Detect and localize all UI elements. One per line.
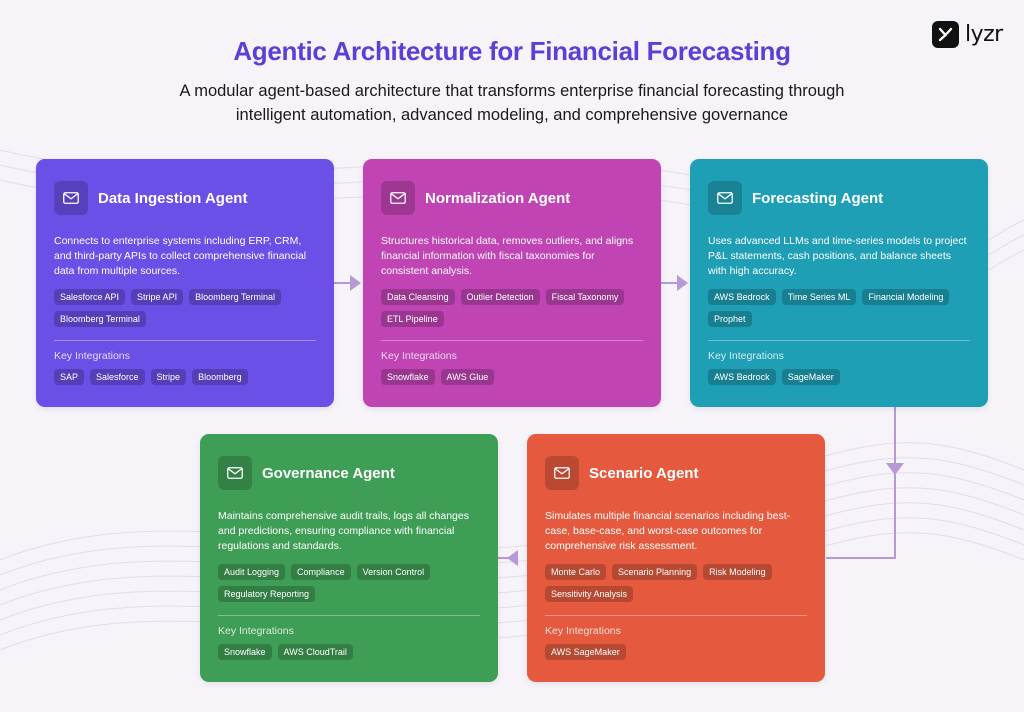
tag: Bloomberg Terminal: [54, 311, 146, 327]
tag-list: Salesforce API Stripe API Bloomberg Term…: [54, 289, 316, 327]
integration-tag: Bloomberg: [192, 369, 248, 385]
tag-list: Audit Logging Compliance Version Control…: [218, 564, 480, 602]
card-title: Scenario Agent: [589, 464, 699, 482]
tag: Monte Carlo: [545, 564, 607, 580]
integration-tag: AWS Glue: [440, 369, 495, 385]
lyzr-logo[interactable]: lyzr: [932, 21, 1003, 48]
tag: Audit Logging: [218, 564, 286, 580]
tag-list: Monte Carlo Scenario Planning Risk Model…: [545, 564, 807, 602]
tag: Salesforce API: [54, 289, 126, 305]
divider: [708, 340, 970, 341]
tag: Fiscal Taxonomy: [545, 289, 625, 305]
integration-tag: Snowflake: [381, 369, 435, 385]
tag: Regulatory Reporting: [218, 586, 316, 602]
integration-tag: SAP: [54, 369, 85, 385]
integration-tag: SageMaker: [781, 369, 840, 385]
card-title: Data Ingestion Agent: [98, 189, 248, 207]
integration-tag: Salesforce: [90, 369, 145, 385]
card-data-ingestion-agent[interactable]: Data Ingestion Agent Connects to enterpr…: [36, 159, 334, 407]
tag-list: AWS Bedrock Time Series ML Financial Mod…: [708, 289, 970, 327]
divider: [545, 615, 807, 616]
divider: [54, 340, 316, 341]
tag: Data Cleansing: [381, 289, 455, 305]
mail-icon: [545, 456, 579, 490]
card-title: Governance Agent: [262, 464, 395, 482]
mail-icon: [708, 181, 742, 215]
tag: Risk Modeling: [703, 564, 772, 580]
key-integrations-label: Key Integrations: [54, 350, 130, 362]
mail-icon: [218, 456, 252, 490]
card-description: Uses advanced LLMs and time-series model…: [708, 235, 967, 277]
card-description: Maintains comprehensive audit trails, lo…: [218, 510, 469, 552]
card-description: Structures historical data, removes outl…: [381, 235, 634, 277]
integration-list: AWS SageMaker: [545, 644, 807, 660]
integration-list: Snowflake AWS Glue: [381, 369, 643, 385]
key-integrations-label: Key Integrations: [708, 350, 784, 362]
card-title: Normalization Agent: [425, 189, 571, 207]
card-description: Connects to enterprise systems including…: [54, 235, 307, 277]
tag: Version Control: [356, 564, 431, 580]
tag: Time Series ML: [781, 289, 857, 305]
divider: [381, 340, 643, 341]
tag: Stripe API: [131, 289, 184, 305]
integration-tag: Snowflake: [218, 644, 272, 660]
card-governance-agent[interactable]: Governance Agent Maintains comprehensive…: [200, 434, 498, 682]
mail-icon: [54, 181, 88, 215]
integration-tag: AWS Bedrock: [708, 369, 776, 385]
tag: ETL Pipeline: [381, 311, 444, 327]
page-subtitle: A modular agent-based architecture that …: [179, 82, 845, 124]
integration-tag: AWS CloudTrail: [277, 644, 353, 660]
page-title: Agentic Architecture for Financial Forec…: [233, 36, 791, 66]
key-integrations-label: Key Integrations: [218, 625, 294, 637]
card-forecasting-agent[interactable]: Forecasting Agent Uses advanced LLMs and…: [690, 159, 988, 407]
tag: Compliance: [291, 564, 351, 580]
integration-list: Snowflake AWS CloudTrail: [218, 644, 480, 660]
key-integrations-label: Key Integrations: [381, 350, 457, 362]
tag: Bloomberg Terminal: [189, 289, 281, 305]
tag: Financial Modeling: [862, 289, 950, 305]
key-integrations-label: Key Integrations: [545, 625, 621, 637]
integration-list: AWS Bedrock SageMaker: [708, 369, 970, 385]
integration-list: SAP Salesforce Stripe Bloomberg: [54, 369, 316, 385]
tag-list: Data Cleansing Outlier Detection Fiscal …: [381, 289, 643, 327]
card-description: Simulates multiple financial scenarios i…: [545, 510, 791, 552]
divider: [218, 615, 480, 616]
card-normalization-agent[interactable]: Normalization Agent Structures historica…: [363, 159, 661, 407]
integration-tag: AWS SageMaker: [545, 644, 626, 660]
card-scenario-agent[interactable]: Scenario Agent Simulates multiple financ…: [527, 434, 825, 682]
logo-text: lyzr: [965, 22, 1003, 47]
logo-mark-icon: [932, 21, 959, 48]
tag: Outlier Detection: [460, 289, 540, 305]
mail-icon: [381, 181, 415, 215]
tag: Scenario Planning: [612, 564, 698, 580]
tag: Sensitivity Analysis: [545, 586, 634, 602]
tag: Prophet: [708, 311, 752, 327]
tag: AWS Bedrock: [708, 289, 776, 305]
card-title: Forecasting Agent: [752, 189, 884, 207]
integration-tag: Stripe: [150, 369, 187, 385]
